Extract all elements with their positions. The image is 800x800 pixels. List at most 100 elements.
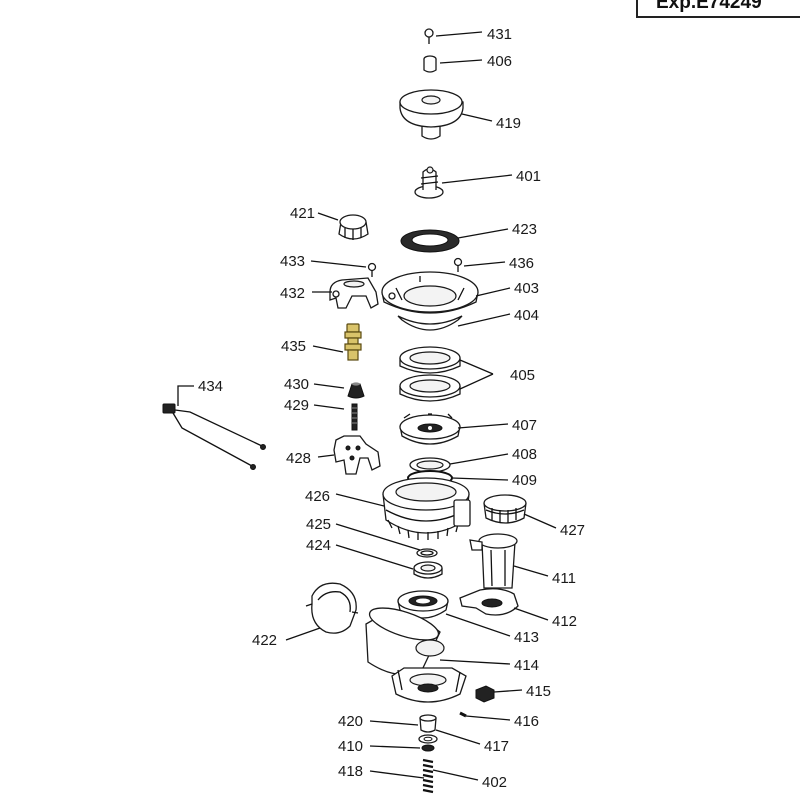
leader-404 (457, 313, 511, 327)
callout-403: 403 (514, 280, 539, 297)
leader-433 (310, 260, 367, 268)
part-405-bearing-upper[interactable] (399, 346, 461, 374)
callout-415: 415 (526, 683, 551, 700)
part-415-clip[interactable] (475, 685, 495, 703)
leader-435 (312, 345, 344, 353)
part-431-screw[interactable] (424, 28, 434, 44)
leader-403 (475, 287, 511, 297)
leader-426 (335, 493, 385, 507)
part-434-wire-harness[interactable] (162, 403, 266, 470)
leader-421 (317, 212, 339, 221)
leader-428 (317, 454, 335, 458)
leader-411 (513, 565, 549, 577)
callout-407: 407 (512, 417, 537, 434)
part-433-screw[interactable] (367, 262, 377, 278)
leader-409 (451, 477, 509, 481)
part-414-motor-cylinder[interactable] (365, 601, 445, 676)
leader-423 (457, 228, 509, 239)
leader-405b (459, 373, 494, 390)
leader-422 (285, 627, 321, 641)
callout-419: 419 (496, 115, 521, 132)
exploded-view-code-box: Exp.E74249 (636, 0, 800, 18)
callout-414: 414 (514, 657, 539, 674)
callout-431: 431 (487, 26, 512, 43)
part-403-cover-ring[interactable] (381, 271, 479, 314)
callout-422: 422 (252, 632, 277, 649)
part-430-cone-nut[interactable] (347, 382, 365, 399)
callout-402: 402 (482, 774, 507, 791)
callout-430: 430 (284, 376, 309, 393)
leader-405a (459, 359, 494, 375)
part-435-cartridge[interactable] (344, 323, 362, 361)
callout-432: 432 (280, 285, 305, 302)
callout-436: 436 (509, 255, 534, 272)
leader-430 (313, 383, 345, 389)
part-401-swivel-stem[interactable] (414, 166, 444, 199)
leader-434 (177, 385, 194, 406)
leader-410 (369, 745, 421, 749)
part-408-ring[interactable] (409, 457, 451, 473)
part-416-pin[interactable] (459, 711, 467, 718)
part-402-spring[interactable] (422, 758, 434, 794)
part-425-ring[interactable] (416, 548, 438, 558)
part-423-seal-ring[interactable] (400, 229, 460, 253)
callout-406: 406 (487, 53, 512, 70)
leader-427 (523, 513, 557, 529)
callout-405: 405 (510, 367, 535, 384)
callout-423: 423 (512, 221, 537, 238)
leader-424 (335, 544, 414, 570)
callout-410: 410 (338, 738, 363, 755)
callout-435: 435 (281, 338, 306, 355)
callout-428: 428 (286, 450, 311, 467)
part-406-bushing[interactable] (423, 55, 437, 73)
callout-401: 401 (516, 168, 541, 185)
part-405-bearing-lower[interactable] (399, 374, 461, 402)
part-411-body[interactable] (469, 533, 518, 589)
part-436-screw[interactable] (453, 257, 463, 273)
leader-402 (432, 769, 479, 781)
callout-412: 412 (552, 613, 577, 630)
part-419-cap[interactable] (399, 89, 464, 140)
callout-433: 433 (280, 253, 305, 270)
part-422-clamp-ring[interactable] (305, 582, 359, 634)
part-426-housing[interactable] (382, 477, 471, 540)
part-421-knob[interactable] (338, 214, 369, 240)
part-429-spring[interactable] (351, 403, 358, 431)
callout-404: 404 (514, 307, 539, 324)
part-432-bracket[interactable] (329, 277, 379, 309)
callout-416: 416 (514, 713, 539, 730)
part-412-base-plate[interactable] (459, 588, 519, 616)
leader-413 (445, 613, 511, 637)
part-base-housing[interactable] (391, 667, 467, 703)
leader-408 (449, 453, 509, 465)
callout-418: 418 (338, 763, 363, 780)
part-420-cup[interactable] (419, 714, 437, 733)
callout-421: 421 (290, 205, 315, 222)
callout-413: 413 (514, 629, 539, 646)
callout-420: 420 (338, 713, 363, 730)
callout-426: 426 (305, 488, 330, 505)
part-427-filter-cup[interactable] (483, 494, 527, 524)
leader-407 (457, 423, 509, 429)
part-410-washer[interactable] (418, 734, 438, 744)
leader-419 (461, 113, 493, 122)
part-410-oring[interactable] (421, 744, 435, 752)
callout-408: 408 (512, 446, 537, 463)
part-407-plate[interactable] (399, 413, 461, 445)
leader-425 (335, 523, 421, 551)
leader-415 (493, 689, 523, 693)
callout-424: 424 (306, 537, 331, 554)
leader-418 (369, 770, 425, 779)
part-424-washer[interactable] (413, 561, 443, 579)
part-428-bracket[interactable] (333, 435, 381, 475)
callout-425: 425 (306, 516, 331, 533)
leader-420 (369, 720, 419, 726)
callout-429: 429 (284, 397, 309, 414)
exploded-view-code: Exp.E74249 (656, 0, 762, 13)
callout-417: 417 (484, 738, 509, 755)
leader-417 (435, 729, 481, 745)
callout-434: 434 (198, 378, 223, 395)
part-404-gasket[interactable] (397, 315, 463, 331)
leader-406 (439, 59, 483, 64)
